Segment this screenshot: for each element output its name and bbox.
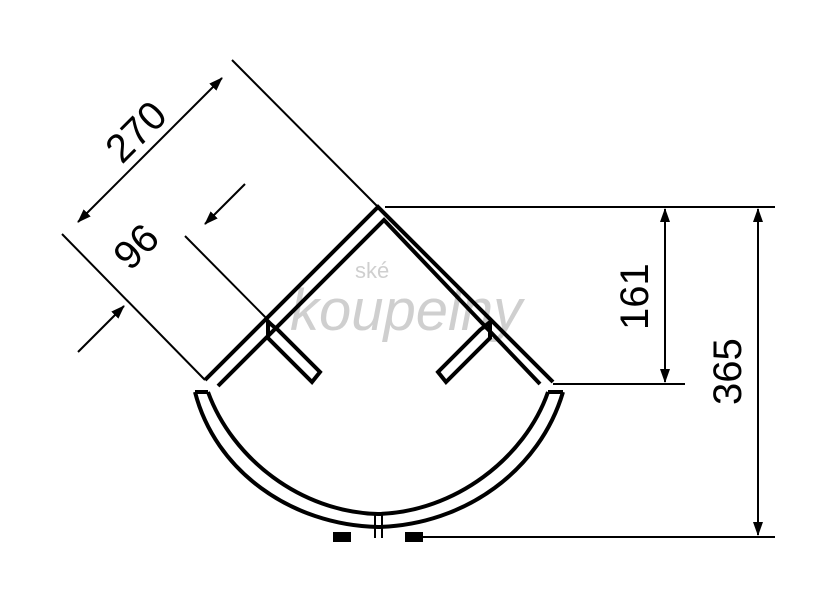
dimension-label-270: 270 (97, 93, 175, 171)
extension-line-270-left (61, 233, 206, 381)
basin-foot-left (333, 532, 351, 542)
watermark: ské koupelny (290, 258, 525, 343)
basin-bowl-outer-arc (193, 391, 565, 530)
extension-line-270-top (231, 59, 379, 208)
dimension-label-365: 365 (706, 338, 750, 405)
dimension-label-161: 161 (613, 263, 657, 330)
bracket-right (435, 317, 492, 385)
basin-bowl-inner-arc (206, 391, 550, 517)
basin-foot-right (405, 532, 423, 542)
extension-line-96-bracket (184, 235, 279, 331)
dimension-line-270b (149, 77, 223, 151)
dimension-96: 96 (77, 183, 279, 353)
dimension-line-96b (77, 305, 125, 353)
watermark-line2: koupelny (290, 278, 525, 343)
dimension-line-96 (204, 183, 246, 225)
dimension-161: 161 (385, 206, 775, 385)
watermark-line1: ské (355, 258, 389, 283)
dimension-line-270 (77, 149, 151, 223)
dimension-label-96: 96 (105, 216, 168, 279)
dimension-365: 365 (420, 208, 775, 538)
